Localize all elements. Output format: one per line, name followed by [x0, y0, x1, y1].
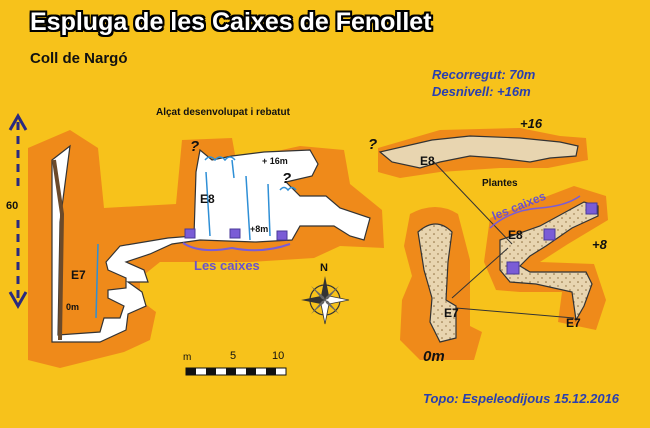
- plan-level-8: +8: [592, 237, 607, 252]
- height-label: 60: [6, 200, 19, 212]
- section-cave: [51, 144, 371, 343]
- map-subtitle: Coll de Nargó: [30, 50, 128, 67]
- plan-caixes-passage: [499, 201, 599, 322]
- section-unknown-1: ?: [190, 138, 200, 155]
- caixes-brace: [182, 242, 291, 252]
- scale-tick-5: 5: [230, 350, 237, 362]
- scale-bar-graphic: [185, 367, 287, 376]
- plan-heading: Plantes: [482, 178, 518, 189]
- height-arrow: [8, 112, 28, 310]
- plan-caixes-arc: [489, 195, 581, 229]
- survey-stats: Recorregut: 70m Desnivell: +16m: [432, 66, 535, 100]
- section-unknown-2: ?: [282, 170, 292, 187]
- compass-north: N: [320, 262, 328, 274]
- section-water-lines: [95, 156, 297, 319]
- compass-rose: [301, 276, 350, 325]
- plan-lower-left-passage: [417, 223, 457, 343]
- plan-station-e8-lower: E8: [508, 228, 523, 242]
- section-heading: Alçat desenvolupat i rebatut: [156, 107, 290, 118]
- scale-unit: m: [183, 352, 192, 363]
- section-level-8m: +8m: [250, 224, 269, 234]
- plan-station-e7-lower: E7: [444, 306, 459, 320]
- map-title: Espluga de les Caixes de Fenollet: [30, 8, 432, 36]
- scale-tick-10: 10: [272, 350, 285, 362]
- plan-level-0m: 0m: [423, 348, 445, 365]
- plan-station-e7-right: E7: [566, 316, 581, 330]
- plan-level-16: +16: [520, 116, 543, 131]
- section-level-0m: 0m: [66, 302, 80, 312]
- stat-desnivell: Desnivell: +16m: [432, 84, 531, 99]
- section-station-e7: E7: [71, 268, 86, 282]
- section-level-16m: + 16m: [262, 156, 288, 166]
- survey-credit: Topo: Espeleodijous 15.12.2016: [423, 391, 620, 406]
- plan-station-e8-upper: E8: [420, 154, 435, 168]
- plan-caixes-boxes: [506, 202, 598, 275]
- stat-recorregut: Recorregut: 70m: [432, 67, 536, 82]
- section-caixes-boxes: [184, 228, 288, 241]
- section-caixes-label: Les caixes: [194, 258, 260, 273]
- section-station-e8: E8: [200, 192, 215, 206]
- plan-survey-lines: [431, 159, 575, 319]
- plan-upper-passage: [378, 135, 579, 169]
- plan-unknown: ?: [368, 136, 378, 153]
